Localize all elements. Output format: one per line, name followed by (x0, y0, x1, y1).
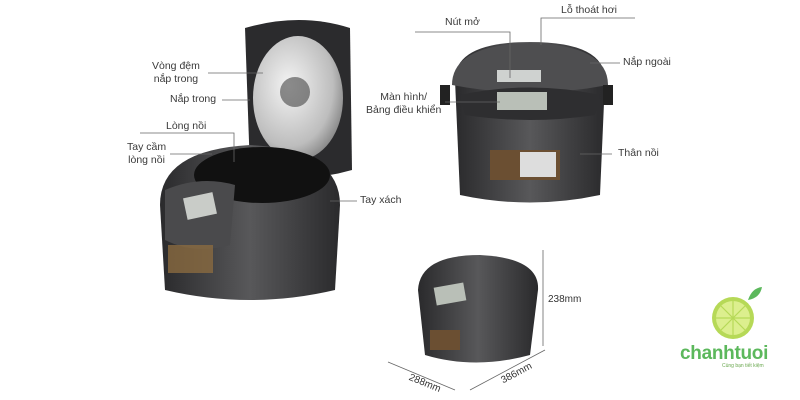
logo-tagline: Cùng bạn tiết kiệm (722, 363, 764, 369)
label-open-button: Nút mở (445, 16, 480, 28)
logo-text: chanhtuoi (680, 343, 769, 364)
label-outer-lid: Nắp ngoài (623, 56, 671, 68)
label-pot-handle: Tay cầm lòng nồi (127, 141, 166, 167)
display-panel (497, 92, 547, 110)
label-pot-handle-line1: Tay cầm (127, 141, 167, 153)
closed-cooker (440, 42, 613, 203)
label-gasket-line2: nắp trong (153, 73, 199, 85)
label-inner-pot: Lòng nồi (166, 120, 207, 132)
leader-lines (140, 17, 635, 391)
label-steam-vent: Lỗ thoát hơi (561, 4, 617, 16)
dimension-height: 238mm (548, 294, 582, 305)
small-cooker (418, 255, 539, 363)
logo-lemon-icon (712, 287, 762, 339)
label-gasket: Vòng đệm nắp trong (152, 60, 200, 86)
label-display-line1: Màn hình/ (380, 91, 427, 103)
label-display: Màn hình/ Bảng điều khiển (366, 91, 441, 117)
label-gasket-line1: Vòng đệm (152, 60, 200, 72)
label-carry-handle: Tay xách (360, 194, 402, 206)
label-inner-lid: Nắp trong (170, 93, 217, 105)
label-pot-handle-line2: lòng nồi (128, 154, 165, 166)
open-button (497, 70, 541, 82)
open-cooker (160, 20, 352, 300)
label-display-line2: Bảng điều khiển (366, 104, 442, 116)
label-body: Thân nồi (618, 147, 659, 159)
